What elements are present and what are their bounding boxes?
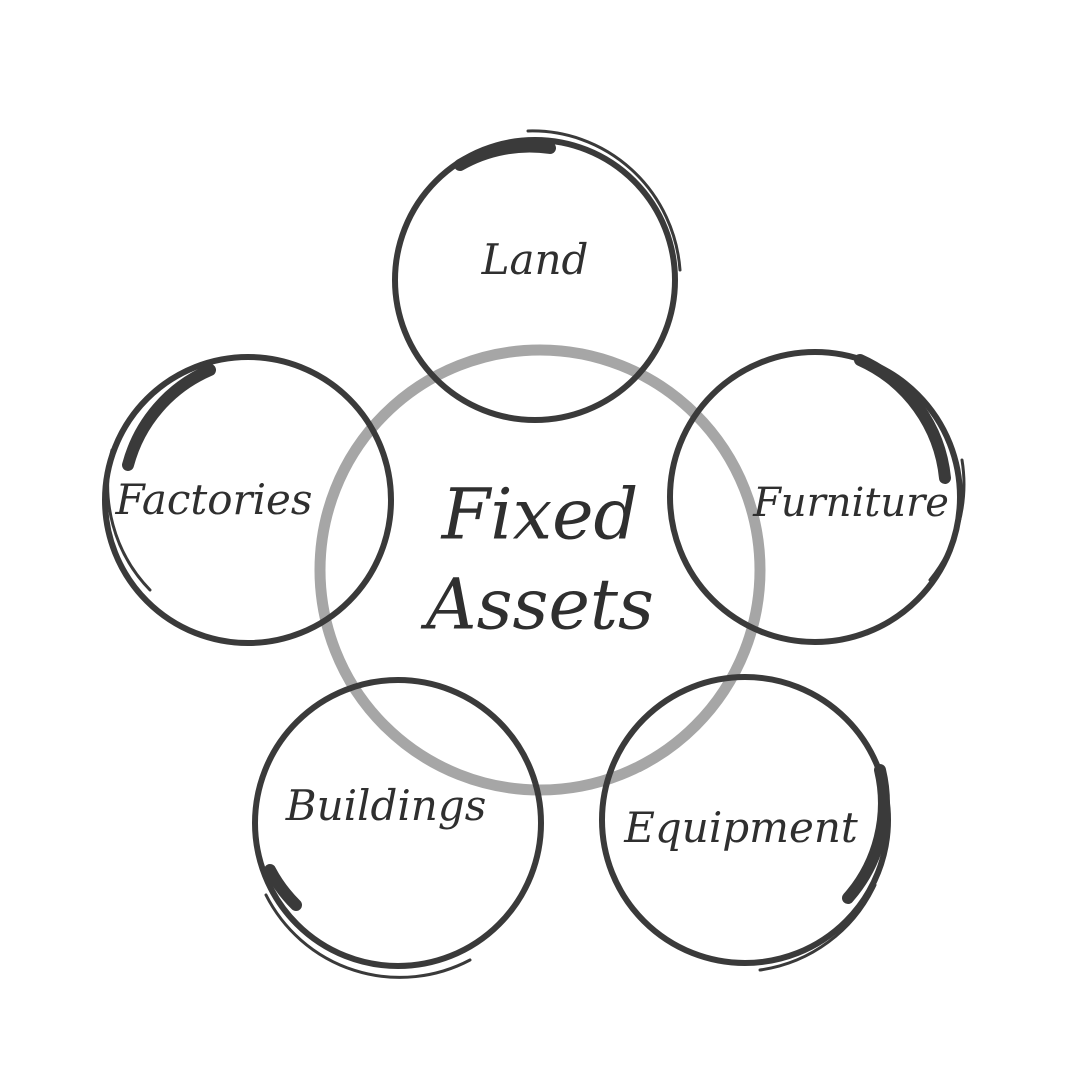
land-ring <box>392 129 682 423</box>
equipment-ring <box>599 674 891 972</box>
center-title-line-2: Assets <box>426 563 654 645</box>
land-label: Land <box>481 235 589 284</box>
center-title-line-1: Fixed <box>441 473 639 556</box>
furniture-ring <box>667 349 966 645</box>
furniture-label: Furniture <box>753 480 949 526</box>
factories-label: Factories <box>115 475 313 524</box>
center-title: Fixed Assets <box>426 470 654 649</box>
buildings-label: Buildings <box>285 781 487 830</box>
equipment-label: Equipment <box>624 803 858 852</box>
buildings-ring <box>252 677 544 979</box>
factories-ring <box>102 354 394 646</box>
